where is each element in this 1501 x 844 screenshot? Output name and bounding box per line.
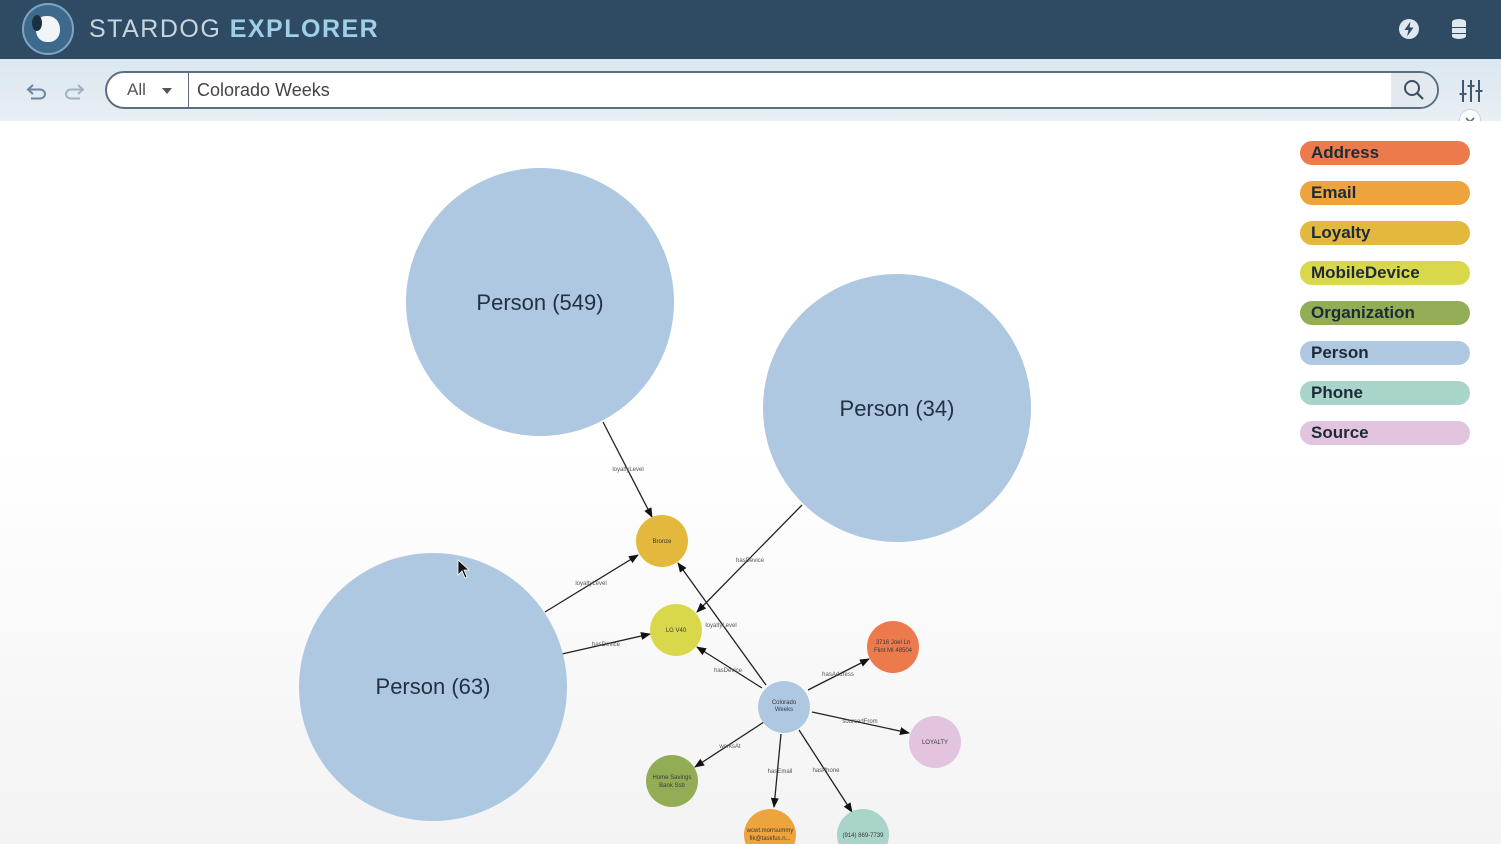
graph-edge[interactable] <box>544 554 639 613</box>
mouse-cursor-icon <box>457 559 471 579</box>
edge-label: hasDevice <box>714 668 743 674</box>
search-button[interactable] <box>1391 73 1437 107</box>
edge-label: hasEmail <box>768 769 793 775</box>
node-person-34[interactable]: Person (34) <box>763 274 1031 542</box>
graph-edge[interactable] <box>798 729 853 813</box>
edge-label: sourcedFrom <box>842 719 877 725</box>
legend-item-loyalty[interactable]: Loyalty <box>1300 221 1470 245</box>
node-loyalty-source[interactable]: LOYALTY <box>909 716 961 768</box>
app-title-part1: STARDOG <box>89 15 222 43</box>
node-label: wcwt.morrsummy <box>746 828 794 834</box>
graph-edge[interactable] <box>811 711 910 736</box>
node-organization[interactable]: Home Savings Bank Ssb <box>646 755 698 807</box>
app-header: STARDOG EXPLORER <box>0 0 1501 59</box>
node-colorado-weeks[interactable]: Colorado Weeks <box>758 681 810 733</box>
node-person-63[interactable]: Person (63) <box>299 553 567 821</box>
node-label: fik@taskfus.n... <box>749 836 790 842</box>
edge-label: loyaltyLevel <box>575 581 606 587</box>
node-label: 3716 Joel Ln <box>876 640 910 646</box>
graph-canvas[interactable] <box>0 121 1501 844</box>
graph-edges <box>544 421 910 813</box>
legend-item-mobiledevice[interactable]: MobileDevice <box>1300 261 1470 285</box>
node-bronze[interactable]: Bronze <box>636 515 688 567</box>
app-title-part2: EXPLORER <box>221 15 380 43</box>
node-label: Person (34) <box>840 396 955 421</box>
search-box: All <box>105 71 1439 109</box>
node-phone[interactable]: (914) 869-7739 <box>837 809 889 844</box>
redo-icon[interactable] <box>62 80 86 102</box>
node-label: Person (63) <box>376 674 491 699</box>
node-label: Person (549) <box>476 290 603 315</box>
node-label: Weeks <box>775 707 793 713</box>
node-label: Bank Ssb <box>659 783 685 789</box>
node-label: LG V40 <box>666 628 687 634</box>
node-label: (914) 869-7739 <box>842 833 884 839</box>
edge-label: hasAddress <box>822 672 854 678</box>
search-icon <box>1404 80 1424 100</box>
scope-select[interactable]: All <box>107 73 189 107</box>
node-label: Colorado <box>772 700 797 706</box>
graph-edge[interactable] <box>561 632 651 655</box>
filter-sliders-icon[interactable] <box>1459 78 1483 104</box>
app-title: STARDOG EXPLORER <box>89 14 379 44</box>
node-lg-v40[interactable]: LG V40 <box>650 604 702 656</box>
legend-item-phone[interactable]: Phone <box>1300 381 1470 405</box>
logo-icon[interactable] <box>22 3 74 55</box>
graph-edge[interactable] <box>677 562 767 686</box>
legend-item-person[interactable]: Person <box>1300 341 1470 365</box>
node-label: Flint MI 48504 <box>874 648 913 654</box>
edge-label: hasDevice <box>736 558 765 564</box>
edge-labels: loyaltyLevel hasDevice loyaltyLevel hasD… <box>575 467 877 775</box>
edge-label: loyaltyLevel <box>705 623 736 629</box>
node-label: LOYALTY <box>922 740 948 746</box>
edge-label: hasDevice <box>592 642 621 648</box>
node-email[interactable]: wcwt.morrsummy fik@taskfus.n... <box>744 809 796 844</box>
node-label: Bronze <box>652 539 672 545</box>
database-icon[interactable] <box>1447 17 1471 41</box>
graph-edge[interactable] <box>602 421 653 518</box>
graph-edge[interactable] <box>770 733 782 808</box>
graph-edge[interactable] <box>807 658 870 691</box>
graph-edge[interactable] <box>696 646 763 689</box>
lightning-icon[interactable] <box>1397 17 1421 41</box>
legend-item-address[interactable]: Address <box>1300 141 1470 165</box>
scope-select-value: All <box>127 80 146 99</box>
graph-edge[interactable] <box>694 721 765 768</box>
caret-down-icon <box>162 88 172 94</box>
graph-edge[interactable] <box>696 504 803 613</box>
edge-label: worksAt <box>718 744 741 750</box>
node-address[interactable]: 3716 Joel Ln Flint MI 48504 <box>867 621 919 673</box>
search-input[interactable] <box>191 73 1403 107</box>
edge-label: hasPhone <box>812 768 840 774</box>
logo-ear-shape <box>32 15 42 31</box>
node-label: Home Savings <box>652 775 691 781</box>
edge-label: loyaltyLevel <box>612 467 643 473</box>
legend-item-email[interactable]: Email <box>1300 181 1470 205</box>
node-person-549[interactable]: Person (549) <box>406 168 674 436</box>
legend-item-organization[interactable]: Organization <box>1300 301 1470 325</box>
legend-item-source[interactable]: Source <box>1300 421 1470 445</box>
undo-icon[interactable] <box>25 80 49 102</box>
